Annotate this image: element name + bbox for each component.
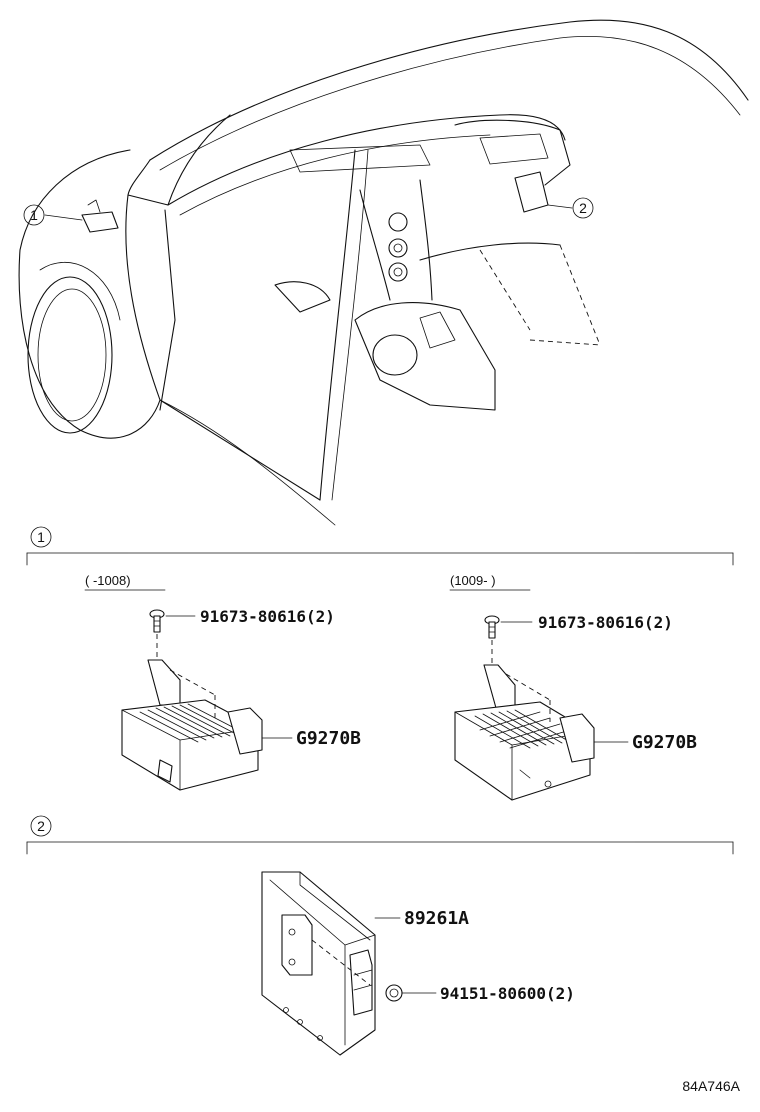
callout-label: 2: [579, 200, 587, 216]
bolt-icon: [149, 609, 165, 633]
date-range-label: (1009- ): [450, 573, 496, 588]
nut-part-number: 94151-80600(2): [440, 984, 575, 1003]
control-module-pinned-icon: [454, 664, 595, 801]
car-interior-illustration: [18, 19, 749, 526]
control-module-finned-icon: [121, 659, 263, 791]
section-1-variant-late: (1009- ) 91673-80616(2): [449, 573, 697, 801]
callout-label: 1: [30, 207, 38, 223]
date-range-label: ( -1008): [85, 573, 131, 588]
module-part-number: G9270B: [296, 728, 361, 749]
nut-icon: [385, 984, 403, 1002]
bolt-part-number: 91673-80616(2): [538, 613, 673, 632]
ecu-assembly: 89261A 94151-80600(2): [261, 871, 575, 1056]
section-marker: 1: [37, 529, 45, 545]
ecu-part-number: 89261A: [404, 908, 469, 929]
section-1-variant-early: ( -1008) 91673-80616(2): [84, 573, 361, 791]
figure-code: 84A746A: [682, 1078, 740, 1094]
section-1-header: 1: [26, 526, 734, 566]
section-marker: 2: [37, 818, 45, 834]
ecu-box-icon: [261, 871, 376, 1056]
bolt-icon: [484, 615, 500, 639]
module-part-number: G9270B: [632, 732, 697, 753]
overview-callout-2: 2: [572, 197, 594, 219]
bolt-part-number: 91673-80616(2): [200, 607, 335, 626]
overview-callout-1: 1: [23, 204, 45, 226]
section-2-header: 2: [26, 815, 734, 855]
